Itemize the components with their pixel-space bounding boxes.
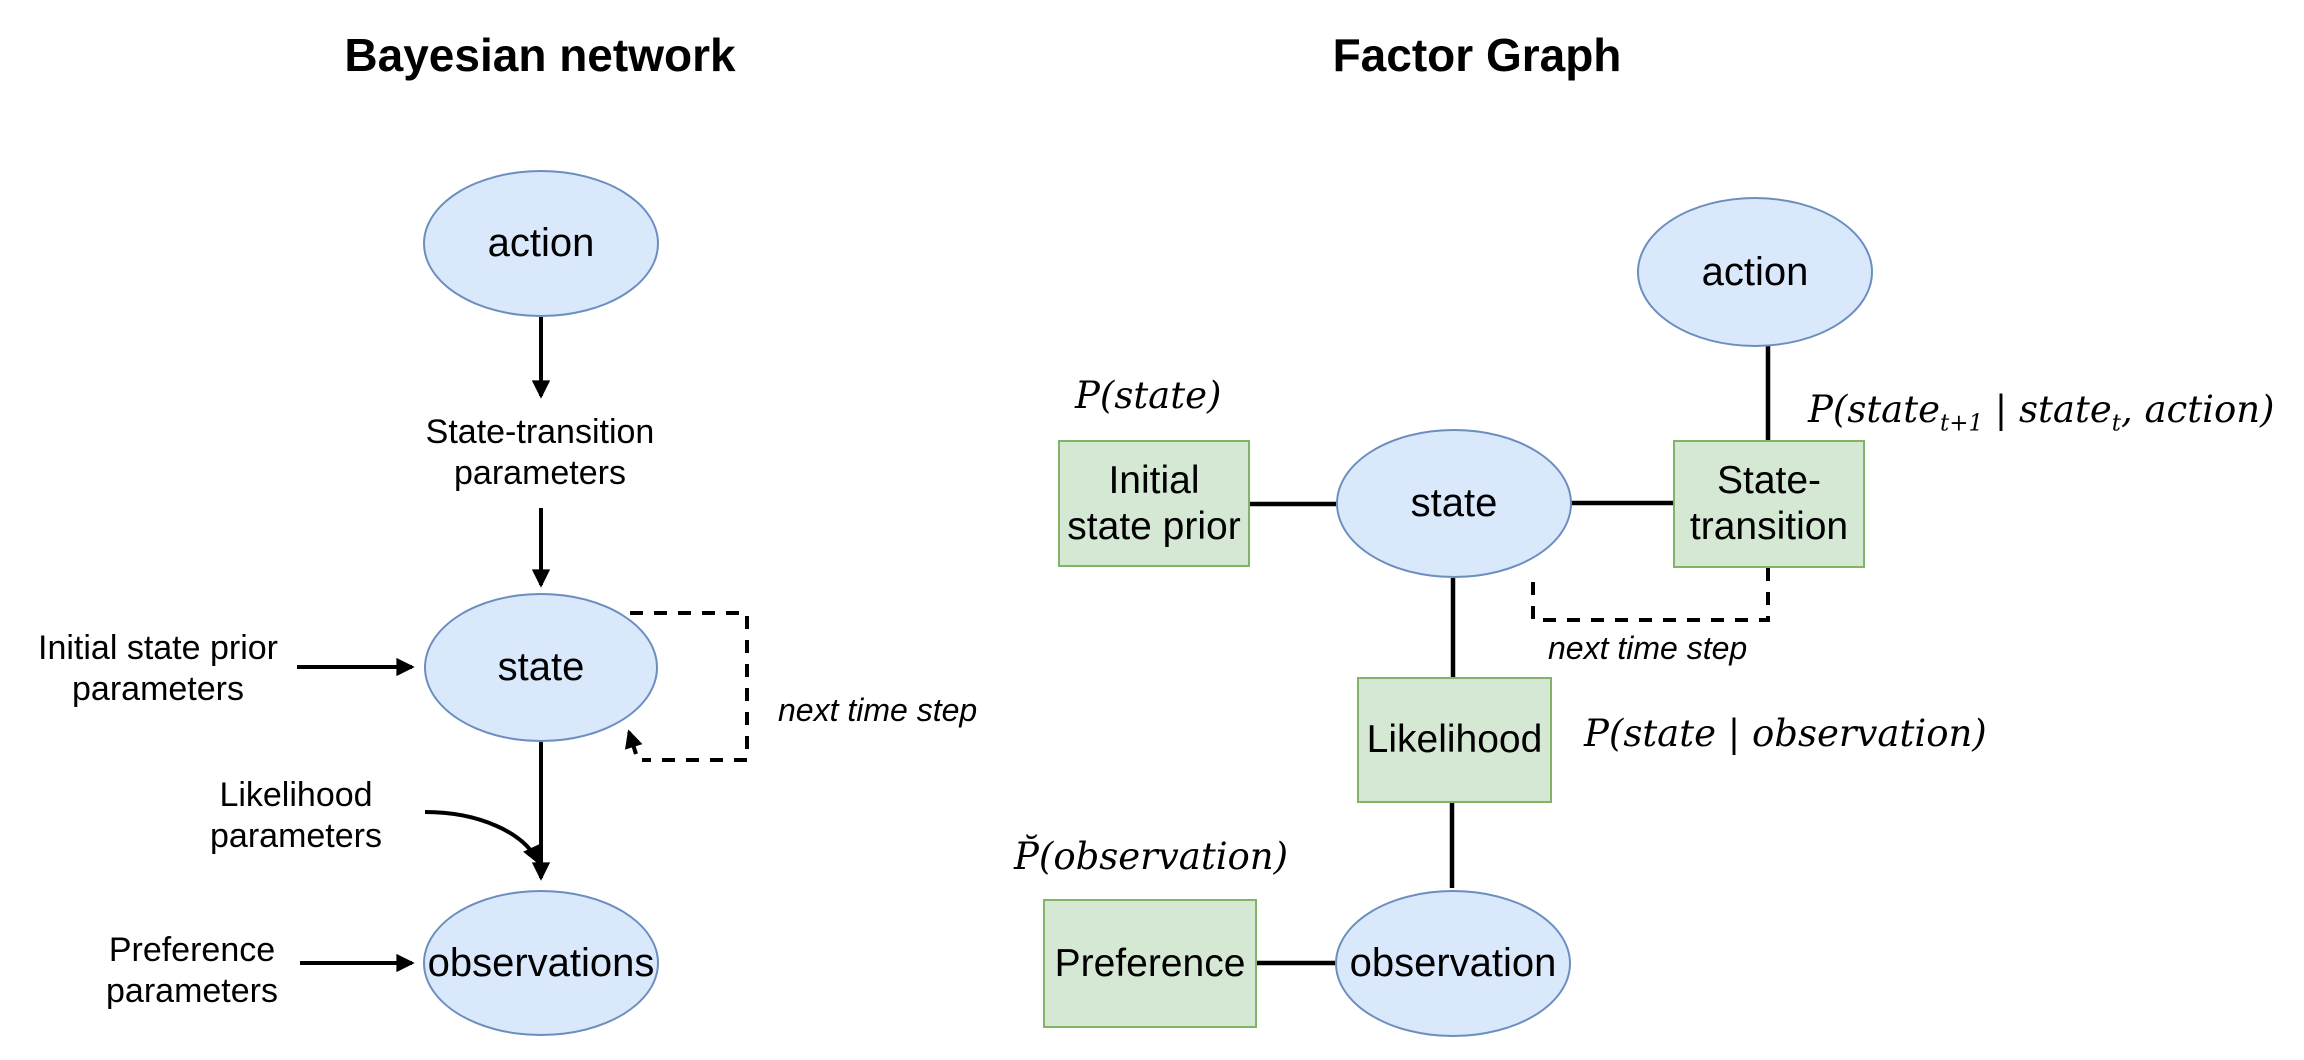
- bn-edge-likelihood-params-curve: [424, 810, 540, 865]
- fg-loop-next-time-step: [1531, 568, 1770, 622]
- bn-initial-state-prior-params-label: Initial state prior parameters: [38, 629, 278, 708]
- fg-transition-formula: P(statet+1 | statet, action): [1808, 388, 2275, 437]
- fg-observation-node: observation: [1335, 890, 1571, 1037]
- fg-observation-label: observation: [1349, 941, 1557, 985]
- fg-next-time-step-note: next time step: [1548, 630, 1748, 666]
- bn-loop-arrow-into-state: [624, 729, 643, 755]
- bn-loop-next-time-step: [630, 611, 749, 762]
- bn-state-label: state: [497, 645, 585, 689]
- bn-observations-label: observations: [427, 940, 655, 985]
- bn-likelihood-params-label: Likelihood parameters: [210, 776, 382, 855]
- factor-graph-title: Factor Graph: [1332, 29, 1622, 81]
- bn-action-node: action: [423, 170, 659, 317]
- fg-state-label: state: [1410, 481, 1498, 525]
- bn-preference-params-label: Preference parameters: [106, 931, 278, 1010]
- fg-likelihood-formula: P(state | observation): [1584, 712, 1987, 755]
- bn-next-time-step-note: next time step: [778, 692, 978, 728]
- fg-state-node: state: [1336, 429, 1572, 578]
- fg-prior-formula: P(state): [1075, 374, 1222, 417]
- fg-action-label: action: [1701, 249, 1809, 294]
- bn-observations-node: observations: [423, 890, 659, 1036]
- fg-state-transition-factor: State- transition: [1673, 440, 1865, 568]
- bn-state-transition-params-label: State-transition parameters: [425, 413, 655, 492]
- bn-action-label: action: [487, 221, 595, 265]
- bayesian-network-title: Bayesian network: [344, 29, 736, 81]
- fg-preference-factor: Preference: [1043, 899, 1257, 1028]
- bn-state-node: state: [424, 593, 658, 742]
- fg-action-node: action: [1637, 197, 1873, 347]
- fg-likelihood-factor: Likelihood: [1357, 677, 1552, 803]
- fg-preference-formula: P̆(observation): [1014, 835, 1289, 878]
- fg-initial-state-prior-factor: Initial state prior: [1058, 440, 1250, 567]
